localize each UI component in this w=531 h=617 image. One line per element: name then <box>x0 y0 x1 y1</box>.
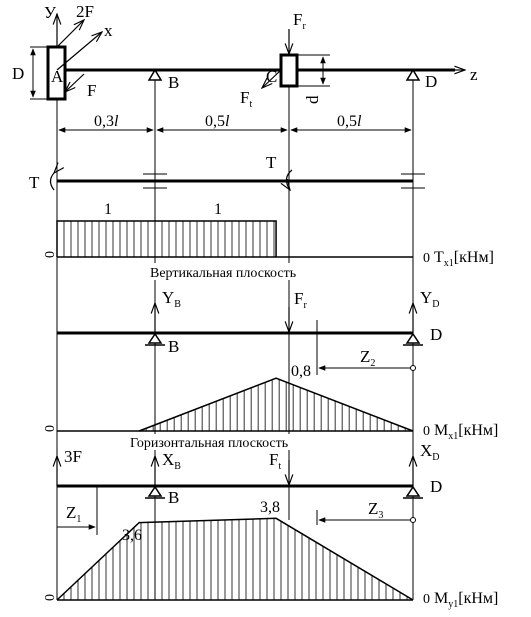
horizontal-plane-label: Горизонтальная плоскость <box>130 436 288 451</box>
vert-support-B <box>147 332 163 344</box>
Z3-label: Z3 <box>368 499 383 521</box>
Y-B-label: YB <box>162 288 181 310</box>
dim-label-3: 0,5l <box>337 113 362 130</box>
z3-origin <box>410 517 416 523</box>
dim-label-2: 0,5l <box>205 113 230 130</box>
vert-Fr-label: Fr <box>294 289 307 311</box>
zero-label-1: 0 <box>43 251 58 258</box>
force-F-arrow <box>65 73 85 92</box>
torque-value-1: 1 <box>104 201 112 218</box>
X-B-label: XB <box>162 450 181 472</box>
x-axis-line <box>56 32 102 71</box>
moment-horizontal-diagram <box>56 517 414 601</box>
torque-outline <box>56 220 277 257</box>
horizontal-scheme <box>57 456 423 535</box>
horiz-support-D <box>405 485 421 497</box>
torque-T-mid-label: T <box>266 153 277 172</box>
force-Fr-label: Fr <box>293 10 306 32</box>
horiz-support-B <box>147 485 163 497</box>
vertical-plane-label-bg <box>148 263 318 280</box>
torque-value-2: 1 <box>214 201 222 218</box>
horiz-Ft-label: Ft <box>269 450 281 472</box>
X-D-label: XD <box>420 441 440 463</box>
Z2-label: Z2 <box>360 347 375 369</box>
dim-label-1: 0,3l <box>94 113 119 130</box>
horiz-B-label: B <box>168 488 179 507</box>
force-Ft-label: Ft <box>240 88 252 110</box>
moment-vertical-diagram <box>57 377 414 432</box>
torque-T-left-label: T <box>29 173 40 192</box>
point-C-label: C <box>266 67 277 86</box>
x-axis-label: x <box>104 21 113 40</box>
z2-origin <box>410 365 416 371</box>
force-Ft-arrow <box>262 69 282 88</box>
torque-scheme <box>49 170 425 191</box>
torque-arrow-left <box>49 173 55 191</box>
gear-C <box>279 53 299 88</box>
torque-hatch <box>56 220 277 257</box>
vert-D-label: D <box>430 325 442 344</box>
torque-diagram <box>56 220 413 258</box>
horizontal-plane-label-bg <box>128 434 324 450</box>
Y-D-label: YD <box>420 288 440 310</box>
Z1-label: Z1 <box>66 503 81 525</box>
zero-label-3: 0 <box>43 594 58 601</box>
vert-B-label: B <box>168 337 179 356</box>
mv-hatch <box>138 377 414 432</box>
zero-label-2: 0 <box>43 425 58 432</box>
vertical-scheme <box>57 303 423 375</box>
diam-d-label: d <box>303 95 322 104</box>
y-axis-label: У <box>44 3 57 22</box>
shaft-scheme <box>30 14 465 136</box>
moment-horizontal-outline <box>56 517 414 601</box>
horiz-D-label: D <box>430 477 442 496</box>
value-3-8-label: 3,8 <box>260 499 280 516</box>
diam-D-label: D <box>12 64 24 83</box>
force-F-label: F <box>87 81 96 100</box>
value-3-6-label: 3,6 <box>122 527 142 544</box>
force-3F-label: 3F <box>64 447 82 466</box>
z-axis-label: z <box>470 65 478 84</box>
point-B-label: B <box>168 73 179 92</box>
vert-support-D <box>405 332 421 344</box>
force-2F-label: 2F <box>76 2 94 21</box>
peak-vertical-label: 0,8 <box>291 363 311 380</box>
point-A-label: A <box>51 67 64 86</box>
mh-hatch <box>56 517 414 601</box>
point-D-label: D <box>425 72 437 91</box>
moment-vertical-outline <box>138 377 414 432</box>
force-2F-arrow <box>56 20 84 48</box>
vertical-plane-label: Вертикальная плоскость <box>150 266 296 281</box>
